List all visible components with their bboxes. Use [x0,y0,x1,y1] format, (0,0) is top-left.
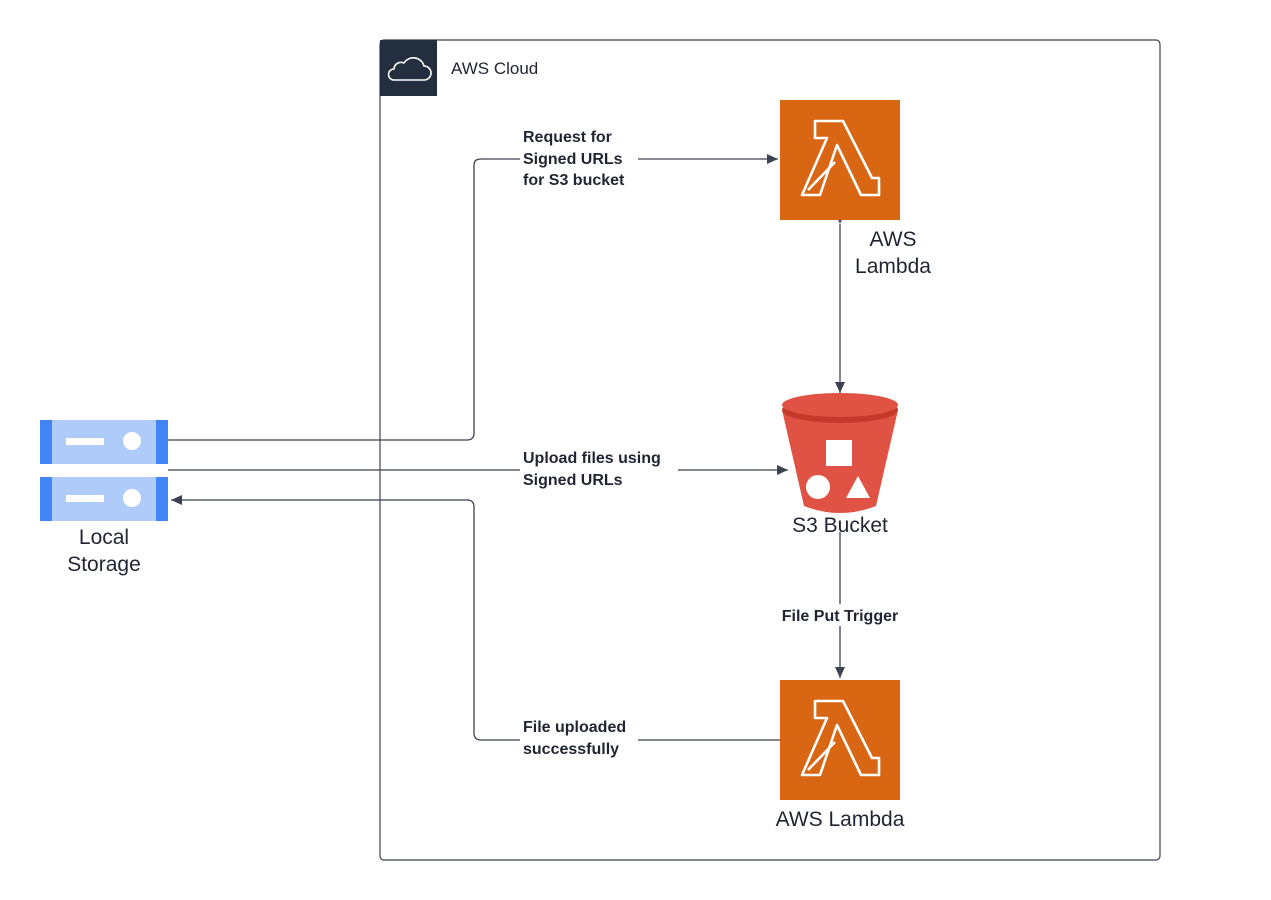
lambda-top-label-line-2: Lambda [855,255,931,278]
connectors [168,154,845,741]
cloud-header-badge [380,40,437,96]
request-signed-urls-label-line-1: Request for [523,129,612,146]
upload-files-label-line-1: Upload files using [523,450,661,467]
local-storage-node: Local Storage [40,420,168,576]
s3-bucket-label: S3 Bucket [792,514,888,537]
lambda-icon [780,680,900,800]
file-uploaded-label-line-2: successfully [523,741,619,758]
cloud-icon [387,57,432,81]
aws-cloud-group: AWS Cloud [379,39,1161,861]
lambda-top-label-line-1: AWS [869,228,916,251]
s3-bucket-node: S3 Bucket [782,393,898,537]
edge-labels: Request for Signed URLs for S3 bucket Up… [520,129,908,758]
local-storage-label-line-1: Local [79,526,129,549]
file-put-trigger-label: File Put Trigger [782,608,898,625]
file-uploaded-label-line-1: File uploaded [523,719,626,736]
lambda-icon [780,100,900,220]
server-icon [40,420,168,521]
request-signed-urls-connector [168,154,778,441]
lambda-top-node: AWS Lambda [780,100,931,278]
upload-files-label-line-2: Signed URLs [523,472,623,489]
file-uploaded-connector [171,495,780,741]
s3-bucket-icon [782,393,898,513]
local-storage-label-line-2: Storage [67,553,141,576]
cloud-title: AWS Cloud [451,59,538,78]
request-signed-urls-label-line-2: Signed URLs [523,151,623,168]
lambda-bottom-label: AWS Lambda [776,808,905,831]
lambda-bottom-node: AWS Lambda [776,680,905,831]
request-signed-urls-label-line-3: for S3 bucket [523,172,625,189]
